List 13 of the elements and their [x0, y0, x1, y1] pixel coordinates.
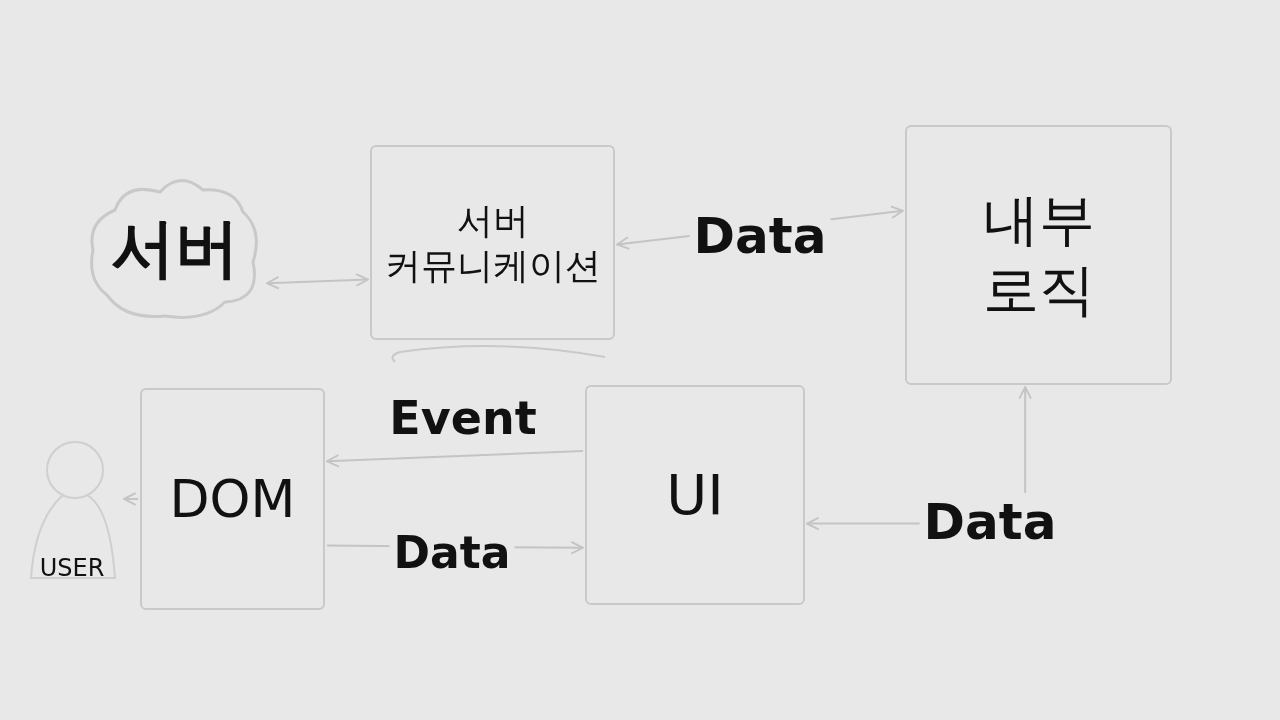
node-label: DOM [169, 467, 296, 531]
arrow [266, 273, 369, 290]
process-box [140, 388, 325, 610]
process-box [370, 145, 615, 340]
node-label: 내부 로직 [981, 186, 1096, 324]
person-label: USER [39, 553, 105, 583]
arrow [123, 492, 139, 506]
arrow [326, 450, 584, 468]
process-box [905, 125, 1172, 385]
node-label: 서버 [111, 209, 239, 287]
node-label: 서버 커뮤니케이션 [383, 198, 602, 288]
process-box [585, 385, 805, 605]
node-label: UI [666, 461, 724, 529]
